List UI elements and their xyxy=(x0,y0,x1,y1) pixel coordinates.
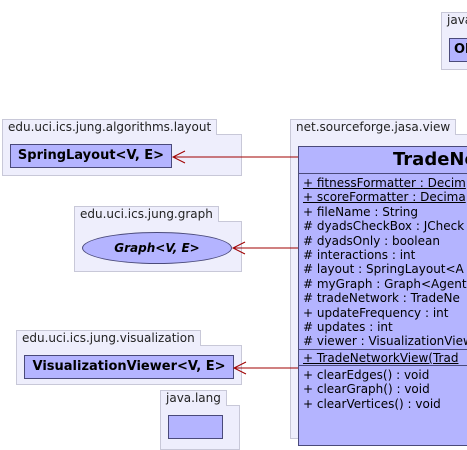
interface-graph[interactable]: Graph<V, E> xyxy=(82,232,232,264)
method-row: + clearGraph() : void xyxy=(303,382,430,397)
attribute-row: # updates : int xyxy=(303,319,393,334)
package-jung-layout: edu.uci.ics.jung.algorithms.layout Sprin… xyxy=(2,119,242,176)
class-spring-layout[interactable]: SpringLayout<V, E> xyxy=(10,144,172,168)
attribute-row: # viewer : VisualizationView xyxy=(303,334,467,349)
package-java-lang-tab: java.lang xyxy=(160,390,227,406)
package-jung-layout-tab: edu.uci.ics.jung.algorithms.layout xyxy=(2,119,218,135)
attribute-row: # dyadsCheckBox : JCheck xyxy=(303,219,465,234)
constructor-section: + TradeNetworkView(Trad xyxy=(299,348,467,365)
attribute-row: # layout : SpringLayout<A xyxy=(303,262,464,277)
association-arrows xyxy=(171,150,298,375)
package-jasa-view-tab: net.sourceforge.jasa.view xyxy=(290,119,457,135)
class-trade-network-view-title: TradeNe xyxy=(299,147,467,174)
package-jung-visualization: edu.uci.ics.jung.visualization Visualiza… xyxy=(16,330,242,385)
arrowhead-graph xyxy=(231,241,246,255)
arrowhead-spring-layout xyxy=(171,150,186,164)
class-trade-network-view[interactable]: TradeNe + fitnessFormatter : Decim + sco… xyxy=(298,146,467,446)
attribute-row: + fileName : String xyxy=(303,204,419,219)
package-jung-graph: edu.uci.ics.jung.graph Graph<V, E> xyxy=(74,206,242,272)
class-visualization-viewer[interactable]: VisualizationViewer<V, E> xyxy=(24,355,234,379)
class-object-top[interactable]: Ol xyxy=(449,38,467,62)
method-list: + clearEdges() : void + clearGraph() : v… xyxy=(299,365,467,411)
attribute-row: + fitnessFormatter : Decim xyxy=(303,176,466,190)
method-row: + clearVertices() : void xyxy=(303,396,441,411)
constructor-row: + TradeNetworkView(Trad xyxy=(303,350,459,365)
package-jung-graph-tab: edu.uci.ics.jung.graph xyxy=(74,206,219,222)
attribute-row: # interactions : int xyxy=(303,247,416,262)
attribute-row: # myGraph : Graph<Agent xyxy=(303,276,467,291)
package-java-top: java. Ol xyxy=(441,12,467,70)
attribute-row: + updateFrequency : int xyxy=(303,305,449,320)
attribute-list: + fitnessFormatter : Decim + scoreFormat… xyxy=(299,174,467,349)
attribute-row: + scoreFormatter : Decima xyxy=(303,190,466,205)
arrowhead-visualization-viewer xyxy=(232,361,247,375)
method-row: + clearEdges() : void xyxy=(303,368,430,383)
attribute-row: # tradeNetwork : TradeNe xyxy=(303,291,460,306)
attribute-row: # dyadsOnly : boolean xyxy=(303,233,440,248)
package-jung-visualization-tab: edu.uci.ics.jung.visualization xyxy=(16,330,201,346)
package-java-top-tab: java. xyxy=(441,12,467,28)
